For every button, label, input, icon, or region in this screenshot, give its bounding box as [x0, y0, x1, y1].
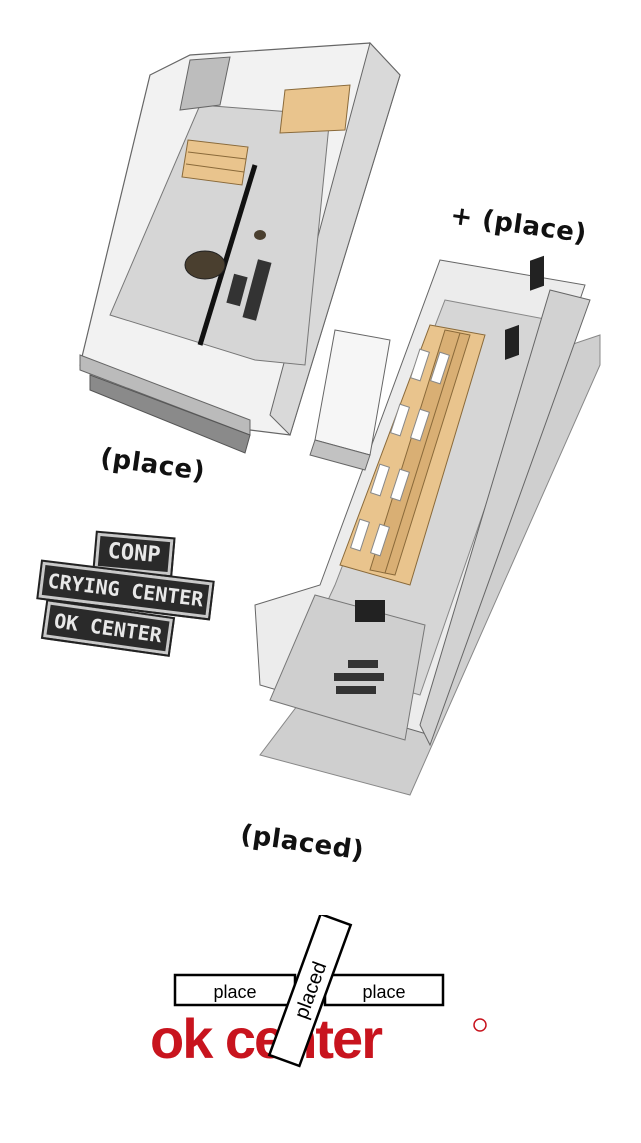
room-front-base: [89, 374, 251, 454]
logo-registered-mark: [473, 1018, 487, 1032]
white-benches: [349, 348, 451, 557]
small-room-model: [79, 42, 401, 454]
logo-left-box: [173, 973, 297, 1007]
annex-box-side: [309, 439, 371, 471]
window-row: [505, 255, 544, 360]
mini-sign: [334, 673, 384, 681]
logo-diagonal-box: [267, 915, 353, 1068]
rock: [184, 250, 226, 280]
caption-bottom: (placed): [238, 819, 366, 867]
logo-left-box-text: place: [213, 982, 256, 1002]
mini-sign: [336, 686, 376, 694]
caption-top-right: + (place): [448, 200, 589, 250]
mini-sign: [242, 259, 272, 321]
ok-center-logo: place place ok center placed: [150, 915, 487, 1070]
room-partition: [179, 56, 231, 111]
large-room-model: [254, 255, 601, 796]
logo-right-box-text: place: [362, 982, 405, 1002]
wooden-tiers: [339, 324, 486, 586]
logo-wordmark: ok center: [150, 1007, 382, 1070]
building-right-wall: [419, 289, 591, 747]
entrance-lobby: [269, 594, 426, 741]
lobby-window: [355, 600, 385, 622]
mini-sign: [348, 660, 378, 668]
rock: [254, 230, 266, 240]
room-stair: [279, 84, 351, 134]
wood-bench: [181, 139, 249, 186]
floor-rail: [197, 164, 258, 346]
mini-sign: [226, 273, 248, 307]
logo-right-box: [323, 973, 445, 1007]
